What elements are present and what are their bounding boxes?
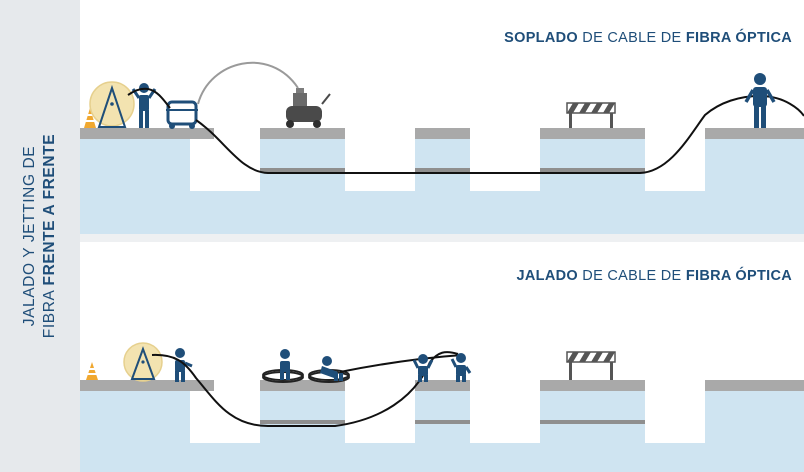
traffic-cone-icon <box>86 362 98 380</box>
panel-bottom-title: JALADO DE CABLE DE FIBRA ÓPTICA <box>517 268 792 284</box>
ground-slab <box>260 128 345 139</box>
duct-line <box>260 168 345 172</box>
pit-top-4 <box>645 138 705 191</box>
pit-bottom-1 <box>190 390 260 443</box>
duct-line <box>260 420 345 424</box>
barricade-icon <box>566 351 616 380</box>
air-hose <box>197 61 299 105</box>
panel-bottom-scene <box>80 342 804 472</box>
duct-line <box>415 420 470 424</box>
traffic-cone-icon <box>84 108 96 128</box>
blowing-machine-icon <box>166 100 198 129</box>
worker-icon <box>412 354 434 382</box>
ground-slab <box>80 128 214 139</box>
ground-slab <box>705 380 804 391</box>
panel-bottom-title-normal: DE CABLE DE <box>577 268 686 284</box>
ground-slab <box>415 128 470 139</box>
air-compressor-icon <box>286 88 331 128</box>
pit-top-3 <box>470 138 540 191</box>
panel-top-title-normal: DE CABLE DE <box>577 30 686 46</box>
panel-top-title-bold2: FIBRA ÓPTICA <box>685 30 792 46</box>
panel-top-scene <box>80 61 804 234</box>
fiber-cable <box>429 351 459 363</box>
duct-line <box>540 420 645 424</box>
worker-icon <box>744 73 776 128</box>
ground-slab <box>540 380 645 391</box>
sidebar: JALADO Y JETTING DE FIBRA FRENTE A FRENT… <box>0 0 80 472</box>
panel-divider <box>80 234 804 242</box>
pit-bottom-4 <box>645 390 705 443</box>
ground-slab <box>415 380 470 391</box>
fiber-cable <box>151 353 463 427</box>
duct-line <box>540 168 645 172</box>
duct-line <box>415 168 470 172</box>
pit-bottom-3 <box>470 390 540 443</box>
worker-icon <box>320 356 343 381</box>
cable-reel-icon <box>89 81 135 128</box>
worker-icon <box>280 349 290 380</box>
panel-top-title: SOPLADO DE CABLE DE FIBRA ÓPTICA <box>504 30 792 46</box>
worker-icon <box>175 348 193 382</box>
worker-icon <box>450 353 472 382</box>
panel-bottom-title-bold2: FIBRA ÓPTICA <box>685 268 792 284</box>
pit-top-2 <box>345 138 415 191</box>
barricade-icon <box>566 102 616 128</box>
cable-reel-icon <box>123 342 163 382</box>
panel-bottom-title-bold1: JALADO <box>516 268 578 284</box>
ground-slab <box>260 380 345 391</box>
ground-slab <box>80 380 214 391</box>
ground-slab <box>540 128 645 139</box>
ground-slab <box>705 128 804 139</box>
panel-top-title-bold1: SOPLADO <box>504 30 578 46</box>
